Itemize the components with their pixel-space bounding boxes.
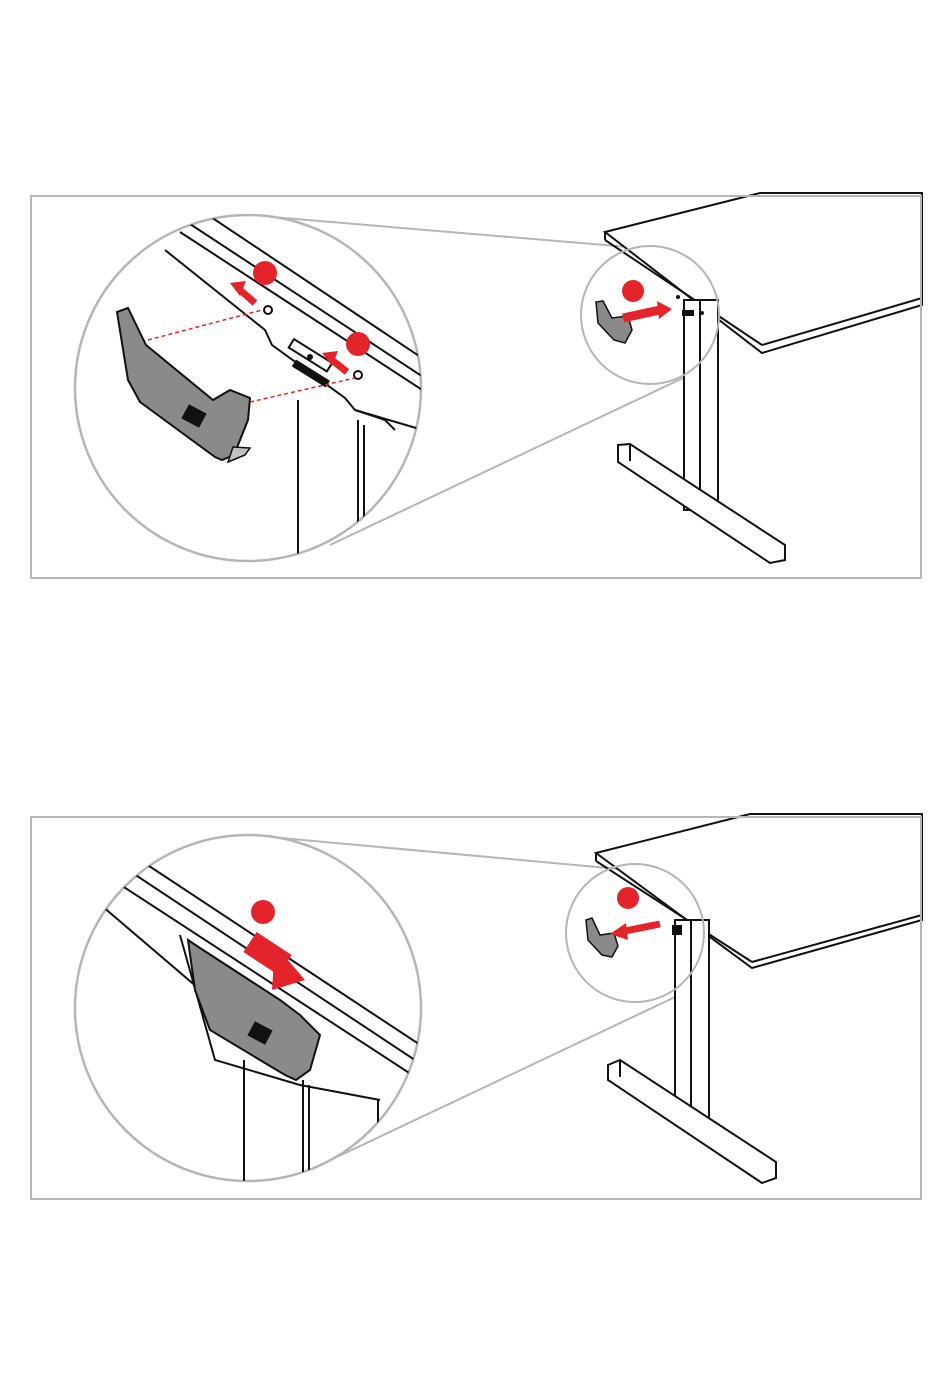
step-panel-slide	[30, 816, 922, 1200]
step-panel-attach	[30, 195, 922, 579]
